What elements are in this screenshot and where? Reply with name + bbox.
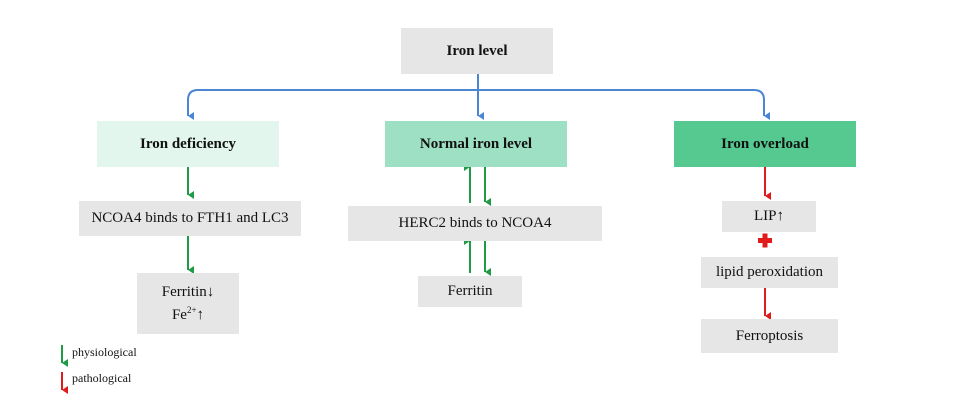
branch-normal-iron-level: Normal iron level	[385, 121, 567, 167]
overload-step-lipid-peroxidation: lipid peroxidation	[701, 257, 838, 288]
normal-step-herc2: HERC2 binds to NCOA4	[348, 206, 602, 241]
deficiency-result: Ferritin↓ Fe2+↑	[137, 273, 239, 334]
legend-pathological: pathological	[72, 371, 132, 385]
branch-iron-deficiency: Iron deficiency	[97, 121, 279, 167]
legend-physiological: physiological	[72, 345, 137, 359]
root-connector	[187, 74, 770, 120]
overload-step-lip: LIP↑	[722, 201, 816, 232]
normal-result-ferritin: Ferritin	[418, 276, 522, 307]
plus-icon	[758, 233, 772, 248]
overload-result-ferroptosis: Ferroptosis	[701, 319, 838, 353]
fe2-increase-text: Fe2+↑	[171, 304, 205, 323]
deficiency-step-ncoa4: NCOA4 binds to FTH1 and LC3	[79, 201, 301, 236]
ferritin-decrease-text: Ferritin↓	[161, 283, 215, 300]
branch-iron-overload: Iron overload	[674, 121, 856, 167]
root-node-iron-level: Iron level	[401, 28, 553, 74]
